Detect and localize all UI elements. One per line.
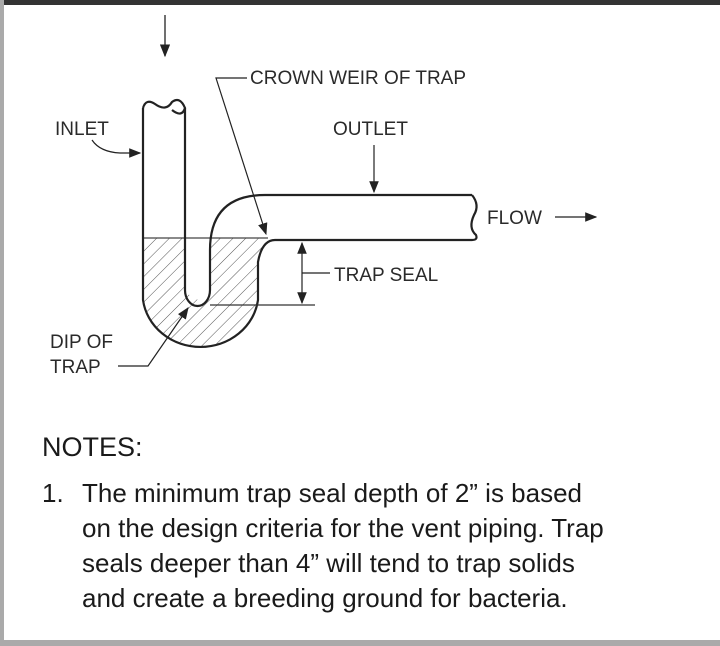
note-number: 1. bbox=[42, 478, 64, 508]
frame-border-top bbox=[0, 0, 720, 5]
dip-of-trap-label-line1: DIP OF bbox=[50, 332, 113, 353]
inlet-leader bbox=[91, 139, 142, 158]
flow-label: FLOW bbox=[487, 208, 542, 229]
trap-seal-label: TRAP SEAL bbox=[334, 265, 438, 286]
dip-of-trap-leader bbox=[118, 307, 189, 367]
trap-water-hatch bbox=[143, 238, 268, 347]
crown-weir-leader bbox=[215, 77, 268, 236]
crown-weir-label: CROWN WEIR OF TRAP bbox=[250, 68, 466, 89]
p-trap-diagram: INLET CROWN WEIR OF TRAP OUTLET FLOW TRA… bbox=[50, 15, 598, 378]
notes-title: NOTES: bbox=[42, 432, 143, 462]
inlet-label: INLET bbox=[55, 119, 109, 140]
note-line: The minimum trap seal depth of 2” is bas… bbox=[82, 478, 583, 508]
outlet-label: OUTLET bbox=[333, 119, 408, 140]
note-line: seals deeper than 4” will tend to trap s… bbox=[82, 548, 575, 578]
frame-border-bottom bbox=[0, 640, 720, 646]
inlet-break bbox=[141, 98, 187, 115]
trap-pipe bbox=[141, 98, 478, 348]
dip-of-trap-label-line2: TRAP bbox=[50, 357, 101, 378]
note-item-1: 1. The minimum trap seal depth of 2” is … bbox=[42, 476, 662, 616]
outlet-break bbox=[470, 194, 478, 242]
note-line: and create a breeding ground for bacteri… bbox=[82, 583, 568, 613]
frame-border-left bbox=[0, 0, 4, 646]
note-line: on the design criteria for the vent pipi… bbox=[82, 513, 604, 543]
